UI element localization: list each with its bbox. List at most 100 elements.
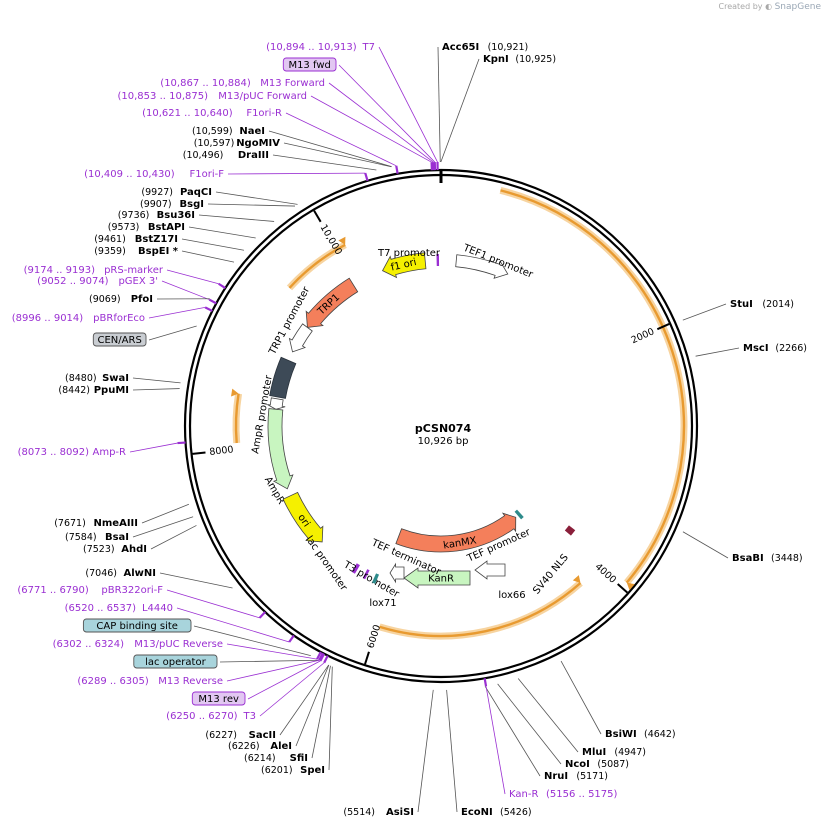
leader-line (207, 203, 296, 207)
primer-amp-r[interactable]: Amp-R(8073 .. 8092) (18, 447, 126, 458)
primer-pbrforeco[interactable]: pBRforEco(8996 .. 9014) (12, 313, 145, 324)
primer-t3[interactable]: T3(6250 .. 6270) (166, 711, 256, 722)
site-paqci[interactable]: PaqCI(9927) (141, 187, 212, 198)
site-ncoi[interactable]: NcoI(5087) (565, 759, 629, 770)
leader-line (148, 306, 206, 319)
site-nrui[interactable]: NruI(5171) (544, 771, 608, 782)
primer-l4440[interactable]: L4440(6520 .. 6537) (65, 603, 173, 614)
leader-line (226, 659, 320, 682)
leader-line (181, 238, 245, 251)
primer-m13-puc-reverse[interactable]: M13/pUC Reverse(6302 .. 6324) (53, 639, 223, 650)
site-ppumi[interactable]: PpuMI(8442) (58, 385, 129, 396)
feature-arrow (269, 356, 297, 399)
tick-label: 4000 (593, 561, 618, 585)
primer-m13-puc-forward[interactable]: M13/pUC Forward(10,853 .. 10,875) (118, 91, 308, 102)
site-acc65i[interactable]: Acc65I(10,921) (442, 42, 528, 53)
site-bsabi[interactable]: BsaBI(3448) (732, 553, 803, 564)
leader-line (227, 172, 366, 175)
feature-f1-ori[interactable]: f1 ori (381, 252, 427, 279)
label-box (191, 691, 246, 706)
site-sacii[interactable]: SacII(6227) (205, 730, 276, 741)
site-asisi[interactable]: AsiSI(5514) (343, 807, 414, 818)
feature-mark (372, 573, 380, 584)
primer-kan-r[interactable]: Kan-R(5156 .. 5175) (509, 789, 618, 800)
leader-line (440, 58, 480, 163)
feature-t7-promoter[interactable]: T7 promoter (377, 248, 441, 267)
site-bstz17i[interactable]: BstZ17I(9461) (94, 234, 178, 245)
primer-f1ori-f[interactable]: F1ori-F(10,409 .. 10,430) (84, 169, 224, 180)
site-pfoi[interactable]: PfoI(9069) (89, 294, 153, 305)
leader-line (682, 531, 729, 559)
orf-arc (379, 582, 582, 638)
feature-t3-promoter[interactable]: T3 promoter (341, 559, 402, 600)
primer-m13-fwd[interactable]: M13 fwd (282, 57, 337, 72)
feature-ampr[interactable]: AmpR (262, 408, 294, 507)
primer-range: (9052 .. 9074) (37, 276, 109, 287)
site-sfii[interactable]: SfiI(6214) (244, 753, 308, 764)
site-lac-operator[interactable]: lac operator (133, 654, 218, 669)
site-ahdi[interactable]: AhdI(7523) (83, 544, 147, 555)
primer-prs-marker[interactable]: pRS-marker(9174 .. 9193) (24, 265, 164, 276)
site-bsu36i[interactable]: Bsu36I(9736) (118, 210, 195, 221)
site-bsgi[interactable]: BsgI(9907) (140, 199, 204, 210)
feature-lox66[interactable]: lox66 (498, 509, 526, 601)
site-nmeaiii[interactable]: NmeAIII(7671) (54, 518, 138, 529)
site-draiii[interactable]: DraIII(10,496) (183, 150, 269, 161)
primer-range: (6771 .. 6790) (17, 585, 89, 596)
site-spei[interactable]: SpeI(6201) (261, 765, 325, 776)
site-cen-ars[interactable]: CEN/ARS (92, 332, 147, 347)
feature-sv40-nls[interactable]: SV40 NLS (531, 525, 576, 597)
site-alei[interactable]: AleI(6226) (228, 741, 292, 752)
enzyme-position: (3448) (771, 553, 803, 564)
leader-line (247, 660, 321, 700)
site-alwni[interactable]: AlwNI(7046) (85, 568, 156, 579)
site-econi[interactable]: EcoNI(5426) (461, 807, 532, 818)
primer-m13-forward[interactable]: M13 Forward(10,867 .. 10,884) (160, 78, 325, 89)
site-kpni[interactable]: KpnI(10,925) (483, 54, 556, 65)
site-mlui[interactable]: MluI(4947) (582, 747, 646, 758)
orf-arc-arrowhead (338, 236, 346, 245)
site-cap-binding-site[interactable]: CAP binding site (82, 618, 192, 633)
primer-site-mark (319, 653, 326, 662)
leader-line (560, 660, 602, 735)
site-stui[interactable]: StuI(2014) (730, 299, 794, 310)
feature-trp1-promoter[interactable]: TRP1 promoter (267, 284, 313, 357)
feature-trp1[interactable]: TRP1 (305, 277, 359, 328)
feature-kanmx[interactable]: kanMX (395, 512, 517, 553)
primer-f1ori-r[interactable]: F1ori-R(10,621 .. 10,640) (142, 108, 282, 119)
leader-line (285, 112, 397, 167)
feature-ori[interactable]: ori (282, 491, 324, 543)
site-msci[interactable]: MscI(2266) (743, 343, 807, 354)
primer-m13-reverse[interactable]: M13 Reverse(6289 .. 6305) (77, 676, 223, 687)
site-bsai[interactable]: BsaI(7584) (65, 532, 129, 543)
site-bspei[interactable]: BspEI *(9359) (94, 246, 179, 257)
feature-label: KanR (428, 574, 454, 585)
label-box-text: CAP binding site (96, 621, 178, 632)
primer-range: (10,409 .. 10,430) (84, 169, 175, 180)
site-ngomiv[interactable]: NgoMIV(10,597) (194, 138, 281, 149)
feature-tef1-promoter[interactable]: TEF1 promoter (455, 242, 535, 281)
feature-lox71[interactable]: lox71 (369, 573, 397, 609)
primer-name: pBR322ori-F (101, 585, 163, 596)
leader-lines-group (129, 46, 740, 813)
primer-t7[interactable]: T7(10,894 .. 10,913) (266, 42, 375, 53)
feature-kanr[interactable]: KanR (403, 567, 471, 589)
site-bstapi[interactable]: BstAPI(9573) (108, 222, 185, 233)
primer-pbr322ori-f[interactable]: pBR322ori-F (6771 .. 6790) (17, 585, 163, 596)
feature-mark (362, 569, 370, 580)
site-swai[interactable]: SwaI(8480) (65, 373, 129, 384)
primer-m13-rev[interactable]: M13 rev (191, 691, 246, 706)
enzyme-name: BstAPI (148, 222, 185, 233)
enzyme-name: AleI (270, 741, 292, 752)
site-bsiwi[interactable]: BsiWI(4642) (605, 729, 676, 740)
site-naei[interactable]: NaeI(10,599) (192, 126, 265, 137)
orf-arc-arrowhead (626, 582, 635, 591)
primer-pgex-3[interactable]: pGEX 3'(9052 .. 9074) (37, 276, 158, 287)
leader-line (132, 377, 181, 384)
leader-line (193, 625, 311, 657)
enzyme-name: PaqCI (180, 187, 212, 198)
enzyme-position: (10,599) (192, 126, 233, 137)
enzyme-name: NcoI (565, 759, 590, 770)
feature-cen-ars[interactable] (269, 356, 297, 399)
